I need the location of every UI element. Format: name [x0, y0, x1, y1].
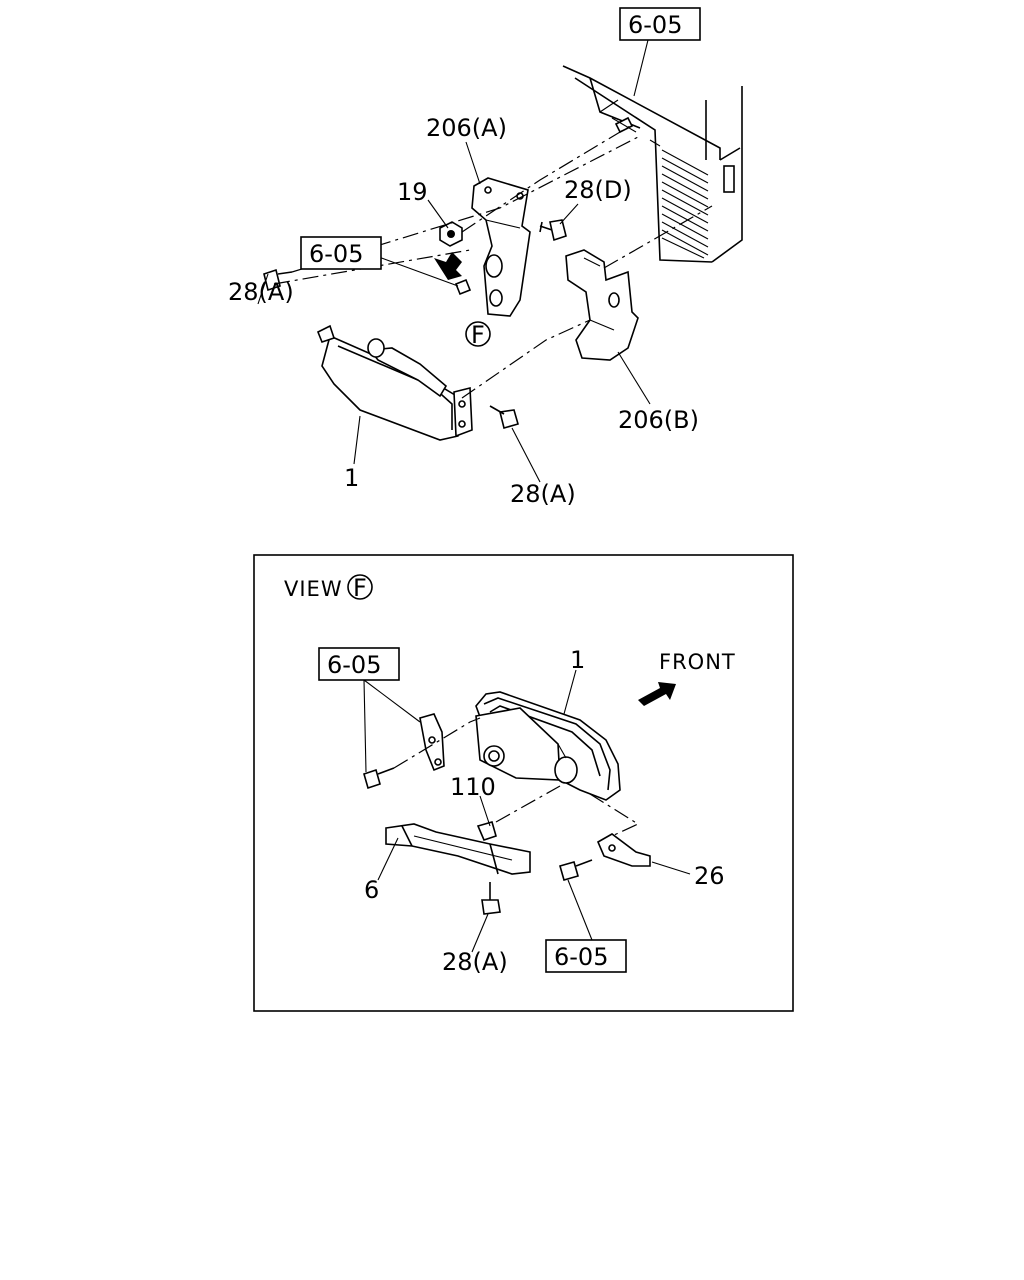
view-f-panel: VIEW F FRONT — [253, 554, 794, 1012]
bracket-206a — [471, 177, 531, 317]
bracket-206b — [565, 249, 639, 361]
view-ref-6-05-top-left-text: 6-05 — [327, 651, 381, 679]
leader-lines — [257, 39, 651, 483]
front-label: FRONT — [659, 650, 736, 674]
bolt-small-left — [454, 278, 472, 296]
ref-6-05-left-text: 6-05 — [309, 240, 363, 268]
view-label-1: 1 — [570, 646, 585, 674]
label-28d: 28(D) — [564, 176, 632, 204]
headlamp-1 — [316, 324, 473, 441]
ref-box-6-05-top: 6-05 — [619, 7, 701, 41]
label-1-top: 1 — [344, 464, 359, 492]
view-leader-lines — [363, 669, 691, 953]
view-title-marker: F — [353, 574, 367, 602]
ref-6-05-top-text: 6-05 — [628, 11, 682, 39]
view-bolt-26 — [559, 859, 593, 881]
grille-slats — [661, 149, 709, 259]
view-ref-box-6-05-top-left: 6-05 — [318, 647, 400, 681]
view-bracket-26 — [596, 833, 651, 867]
view-label-110: 110 — [450, 773, 496, 801]
view-clip-110 — [476, 821, 497, 841]
top-exploded-view: F 6-05 206(A) 19 28(D) — [228, 7, 743, 508]
label-28a-bottom: 28(A) — [510, 480, 576, 508]
view-assembly-lines — [393, 717, 640, 837]
cab-grille-corner — [562, 65, 743, 263]
ref-box-6-05-left: 6-05 — [300, 236, 382, 270]
front-arrow-icon — [638, 682, 676, 706]
view-ref-box-6-05-bottom: 6-05 — [545, 939, 627, 973]
view-title: VIEW — [284, 577, 343, 601]
label-19: 19 — [397, 178, 428, 206]
view-f-arrow: F — [434, 252, 491, 349]
view-label-6: 6 — [364, 876, 379, 904]
view-bracket-6 — [385, 823, 531, 875]
view-bolt-28a — [481, 882, 501, 915]
label-206a: 206(A) — [426, 114, 507, 142]
view-ref-6-05-bottom-text: 6-05 — [554, 943, 608, 971]
view-label-28a: 28(A) — [442, 948, 508, 976]
view-f-marker: F — [471, 321, 485, 349]
nut-19 — [439, 221, 463, 247]
label-28a-left: 28(A) — [228, 278, 294, 306]
view-clip-left — [419, 713, 445, 772]
label-206b: 206(B) — [618, 406, 699, 434]
bolt-28a-right — [489, 405, 519, 429]
view-label-26: 26 — [694, 862, 725, 890]
bolt-28d — [539, 219, 567, 242]
view-bolt-left — [363, 767, 395, 790]
view-headlamp-1 — [475, 691, 621, 801]
